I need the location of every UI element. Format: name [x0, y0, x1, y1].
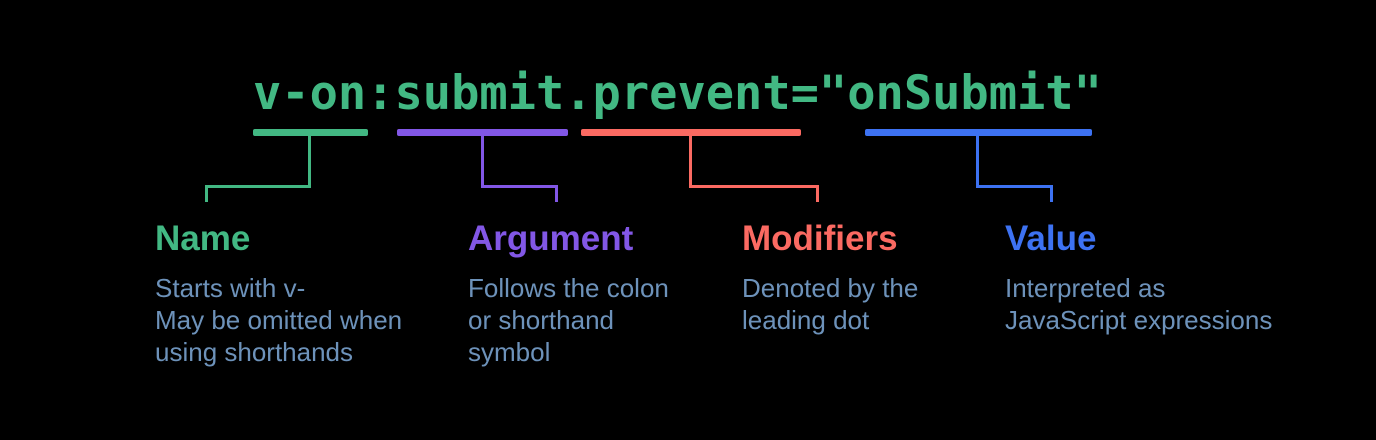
modifiers-label: Modifiers [742, 219, 898, 258]
name-underline-bar [253, 129, 368, 136]
value-description: Interpreted as JavaScript expressions [1005, 273, 1273, 335]
argument-underline-bar [397, 129, 568, 136]
name-connector [205, 135, 311, 202]
argument-connector [481, 135, 558, 202]
code-snippet: v-on:submit.prevent="onSubmit" [253, 66, 1102, 121]
name-description: Starts with v- May be omitted when using… [155, 273, 403, 367]
value-underline-bar [865, 129, 1092, 136]
value-label: Value [1005, 219, 1097, 258]
argument-label: Argument [468, 219, 634, 258]
name-label: Name [155, 219, 251, 258]
argument-description: Follows the colon or shorthand symbol [468, 273, 669, 367]
modifiers-description: Denoted by the leading dot [742, 273, 919, 335]
modifiers-connector [689, 135, 819, 202]
modifiers-underline-bar [581, 129, 801, 136]
value-connector [976, 135, 1053, 202]
